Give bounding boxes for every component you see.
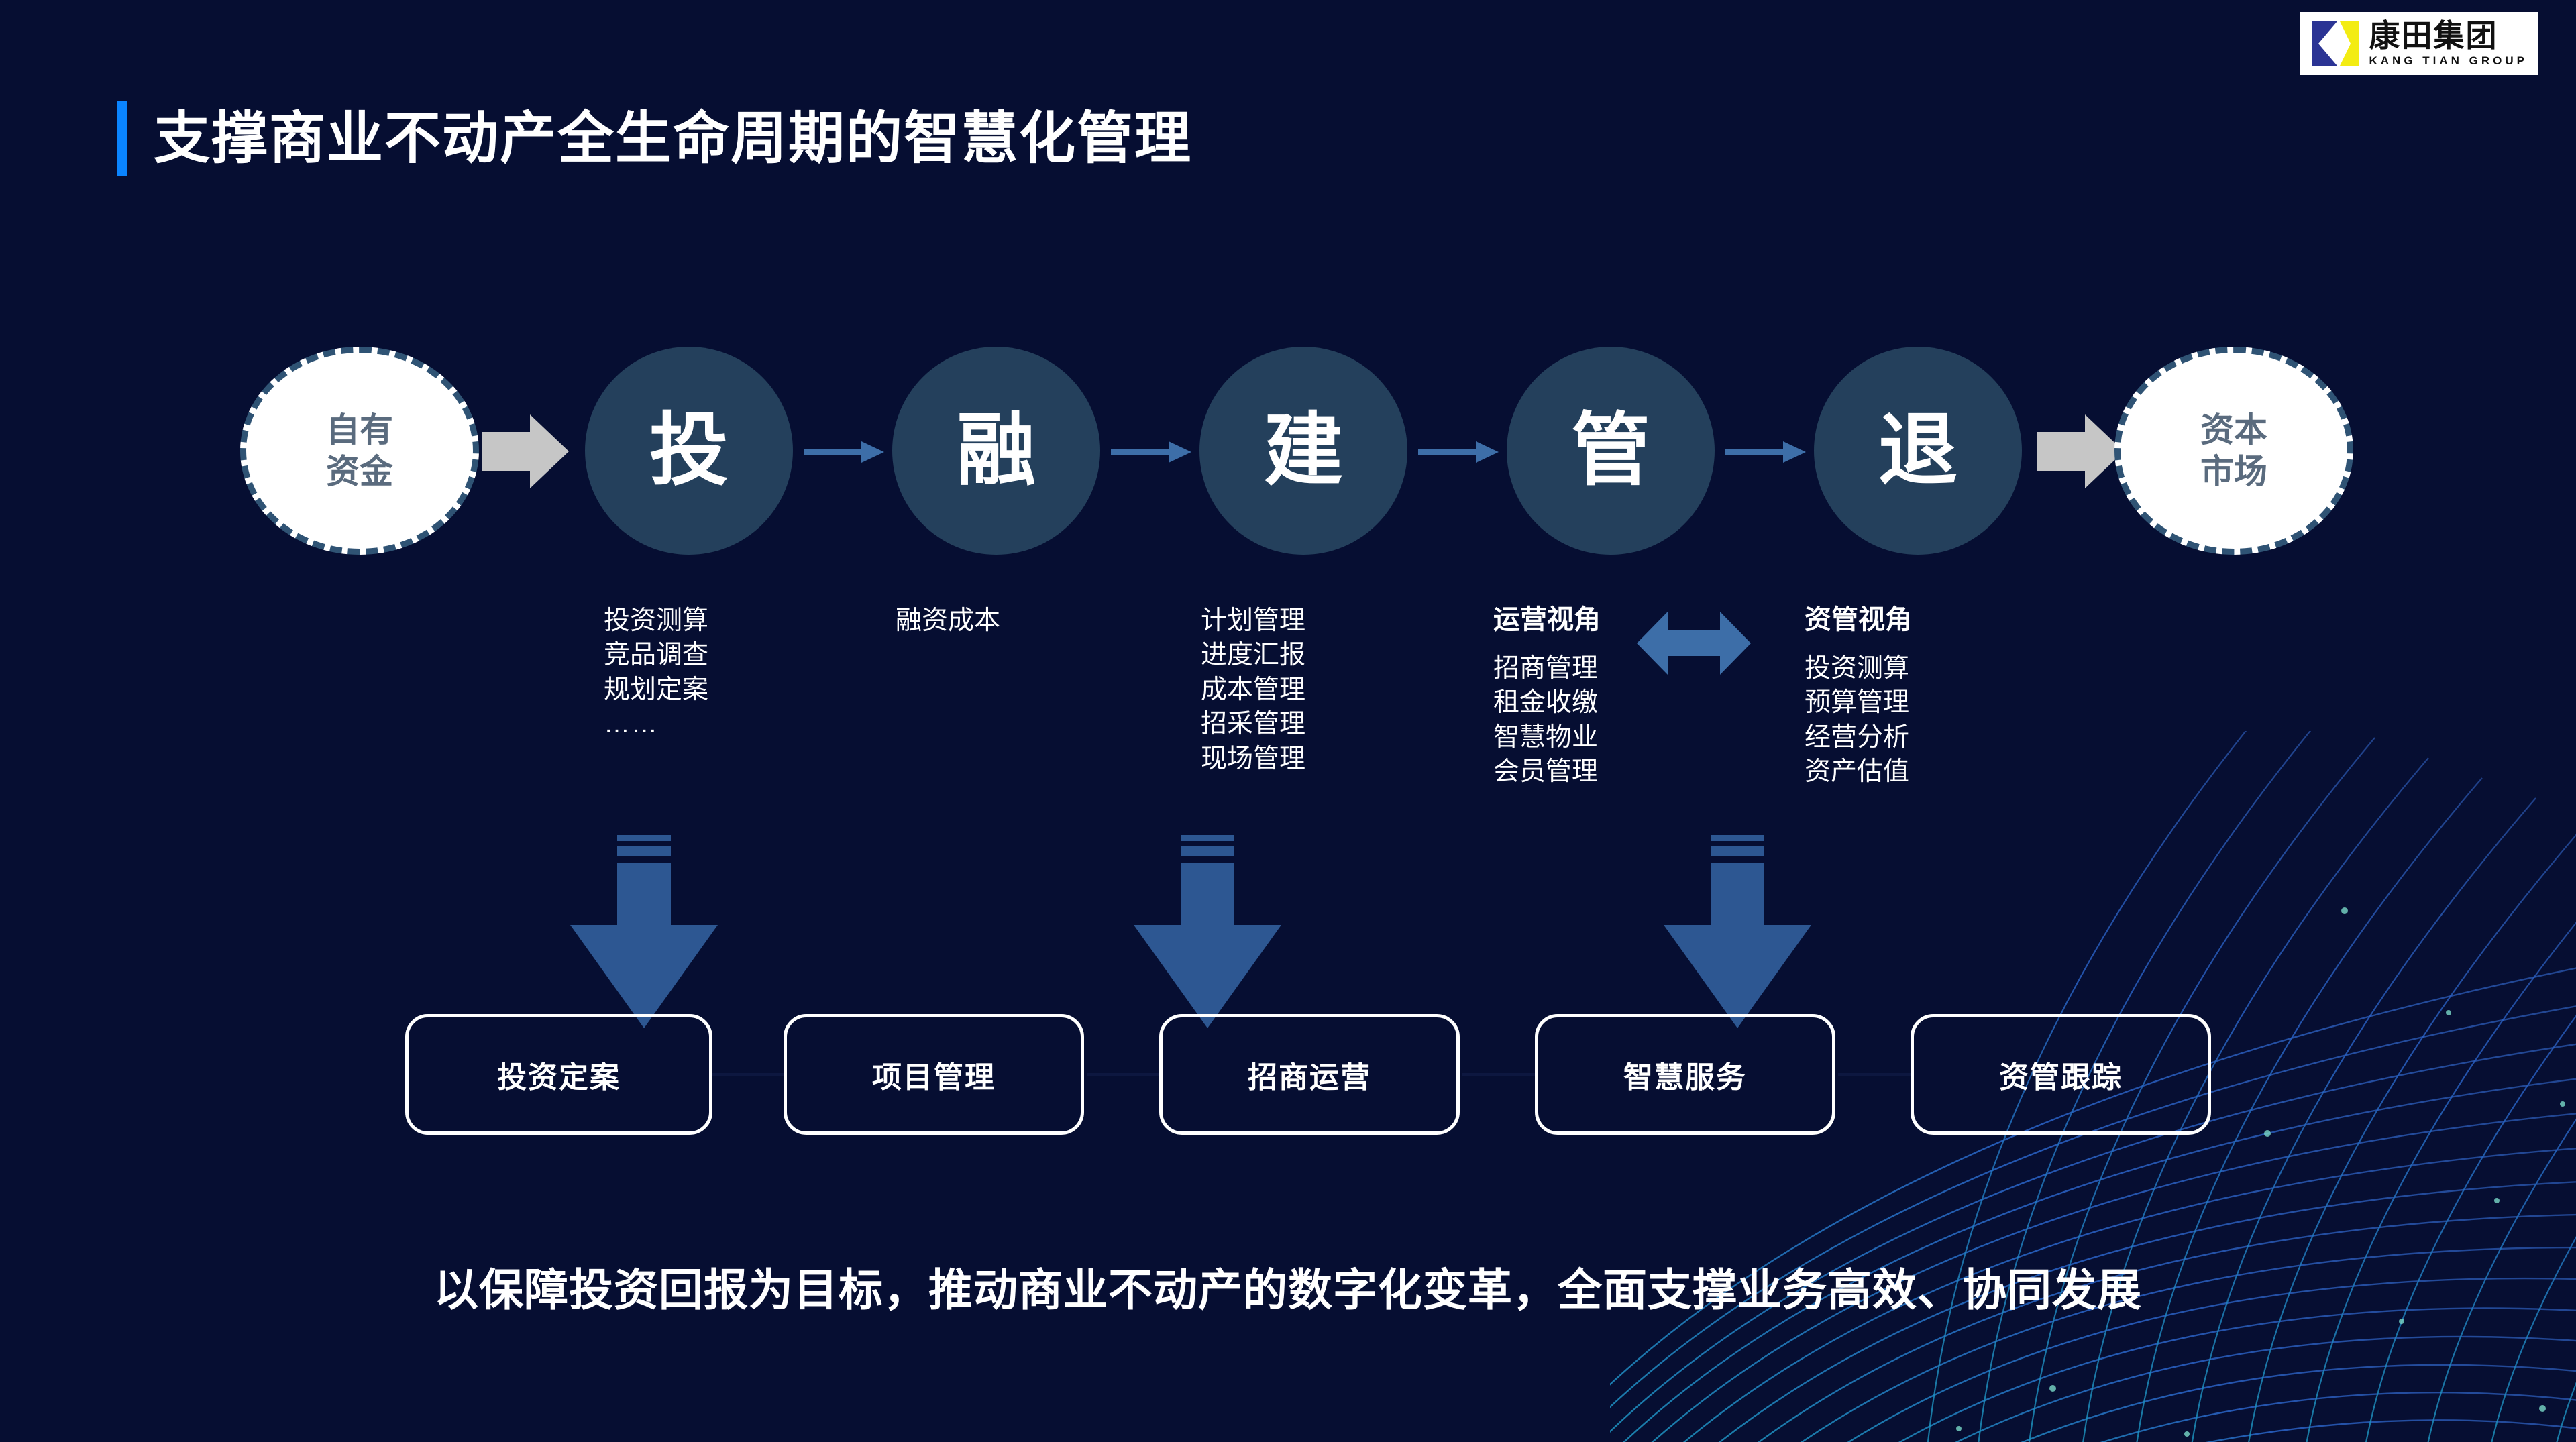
capability-box-label: 招商运营 <box>1248 1061 1371 1094</box>
stage-circle-jian: 建 <box>1199 347 1407 555</box>
detail-item: 计划管理 <box>1201 606 1306 635</box>
grey-arrow-end-icon <box>2037 414 2124 488</box>
detail-item-ellipsis: …… <box>604 710 659 739</box>
logo-chinese-name: 康田集团 <box>2369 17 2498 53</box>
detail-item: 规划定案 <box>604 675 709 704</box>
flow-node-start: 自有 资金 <box>240 343 479 558</box>
detail-column-header-operate: 运营视角 <box>1493 605 1601 634</box>
stage-label-tou: 投 <box>649 406 729 495</box>
box-connector <box>1838 1073 1912 1076</box>
box-connector <box>711 1073 785 1076</box>
blue-arrow-3-icon <box>1418 441 1499 463</box>
flow-node-guan: 管 <box>1507 343 1715 558</box>
detail-columns: 投资测算 竞品调查 规划定案 …… 融资成本 计划管理 进度汇报 成本管理 招采… <box>0 604 2576 818</box>
blue-arrow-1-icon <box>804 441 884 463</box>
flow-node-tou: 投 <box>585 343 793 558</box>
stage-label-jian: 建 <box>1263 406 1343 495</box>
detail-item: 会员管理 <box>1493 757 1599 787</box>
down-arrow-row <box>0 835 2576 1030</box>
stage-circle-tou: 投 <box>585 347 793 555</box>
start-circle: 自有 资金 <box>240 347 479 555</box>
detail-column-assetmgmt: 资管视角 投资测算 预算管理 经营分析 资产估值 <box>1805 604 1912 789</box>
stage-label-guan: 管 <box>1570 406 1650 495</box>
title-accent-bar <box>117 101 127 176</box>
detail-item: 投资测算 <box>604 606 709 635</box>
stage-label-rong: 融 <box>956 406 1036 495</box>
detail-item: 现场管理 <box>1201 744 1306 773</box>
end-circle: 资本 市场 <box>2114 347 2353 555</box>
blue-arrow-4-icon <box>1725 441 1806 463</box>
stage-label-tui: 退 <box>1878 406 1957 495</box>
stage-circle-guan: 管 <box>1507 347 1715 555</box>
capability-box-project-management[interactable]: 项目管理 <box>784 1014 1084 1135</box>
box-connector <box>1462 1073 1536 1076</box>
detail-column-operate: 运营视角 招商管理 租金收缴 智慧物业 会员管理 <box>1493 604 1601 789</box>
detail-item: 智慧物业 <box>1493 722 1599 752</box>
stage-circle-rong: 融 <box>892 347 1100 555</box>
footer-statement-block: 以保障投资回报为目标，推动商业不动产的数字化变革，全面支撑业务高效、协同发展 <box>0 1254 2576 1319</box>
company-logo: 康田集团 KANG TIAN GROUP <box>2299 12 2538 75</box>
detail-item: 资产估值 <box>1805 757 1910 787</box>
detail-column-header-assetmgmt: 资管视角 <box>1805 605 1912 634</box>
double-headed-arrow-icon <box>1637 612 1751 675</box>
detail-item: 竞品调查 <box>604 641 709 670</box>
end-line-1: 资本 <box>2200 410 2267 449</box>
capability-box-label: 智慧服务 <box>1623 1061 1747 1094</box>
flow-node-jian: 建 <box>1199 343 1407 558</box>
detail-item: 租金收缴 <box>1493 688 1599 718</box>
detail-item: 融资成本 <box>896 606 1001 635</box>
capability-box-label: 资管跟踪 <box>1999 1061 2123 1094</box>
footer-statement: 以保障投资回报为目标，推动商业不动产的数字化变革，全面支撑业务高效、协同发展 <box>434 1265 2142 1315</box>
capability-box-label: 项目管理 <box>872 1061 996 1094</box>
capability-box-investment-decision[interactable]: 投资定案 <box>405 1014 712 1135</box>
flow-node-rong: 融 <box>892 343 1100 558</box>
grey-arrow-start-icon <box>482 414 569 488</box>
detail-item: 成本管理 <box>1201 675 1306 704</box>
flow-node-tui: 退 <box>1814 343 2022 558</box>
down-arrow-2-icon <box>1134 835 1281 1028</box>
stage-circle-tui: 退 <box>1814 347 2022 555</box>
detail-item: 预算管理 <box>1805 688 1910 718</box>
capability-box-smart-service[interactable]: 智慧服务 <box>1535 1014 1835 1135</box>
page-title: 支撑商业不动产全生命周期的智慧化管理 <box>154 107 1193 170</box>
detail-column-build: 计划管理 进度汇报 成本管理 招采管理 现场管理 <box>1201 604 1305 776</box>
start-line-1: 自有 <box>326 410 393 449</box>
kang-tian-k-mark-icon <box>2311 21 2359 66</box>
lifecycle-flow-row: 自有 资金 投 融 建 <box>0 343 2576 558</box>
detail-item: 经营分析 <box>1805 722 1910 752</box>
detail-item: 投资测算 <box>1805 653 1910 683</box>
detail-column-invest: 投资测算 竞品调查 规划定案 …… <box>604 604 708 742</box>
capability-box-label: 投资定案 <box>497 1061 621 1094</box>
capability-box-leasing-operation[interactable]: 招商运营 <box>1159 1014 1460 1135</box>
logo-english-name: KANG TIAN GROUP <box>2369 54 2528 67</box>
start-line-2: 资金 <box>326 453 393 490</box>
detail-item: 招采管理 <box>1201 710 1306 739</box>
detail-item: 招商管理 <box>1493 653 1599 683</box>
capability-box-asset-tracking[interactable]: 资管跟踪 <box>1911 1014 2211 1135</box>
capability-box-row: 投资定案 项目管理 招商运营 智慧服务 资管跟踪 <box>0 1014 2576 1148</box>
end-line-2: 市场 <box>2200 453 2267 490</box>
blue-arrow-2-icon <box>1111 441 1191 463</box>
flow-node-end: 资本 市场 <box>2114 343 2353 558</box>
down-arrow-3-icon <box>1664 835 1811 1028</box>
box-connector <box>1087 1073 1161 1076</box>
down-arrow-1-icon <box>570 835 718 1028</box>
detail-item: 进度汇报 <box>1201 641 1306 670</box>
page-title-block: 支撑商业不动产全生命周期的智慧化管理 <box>117 101 1192 176</box>
detail-column-finance: 融资成本 <box>896 604 1000 638</box>
